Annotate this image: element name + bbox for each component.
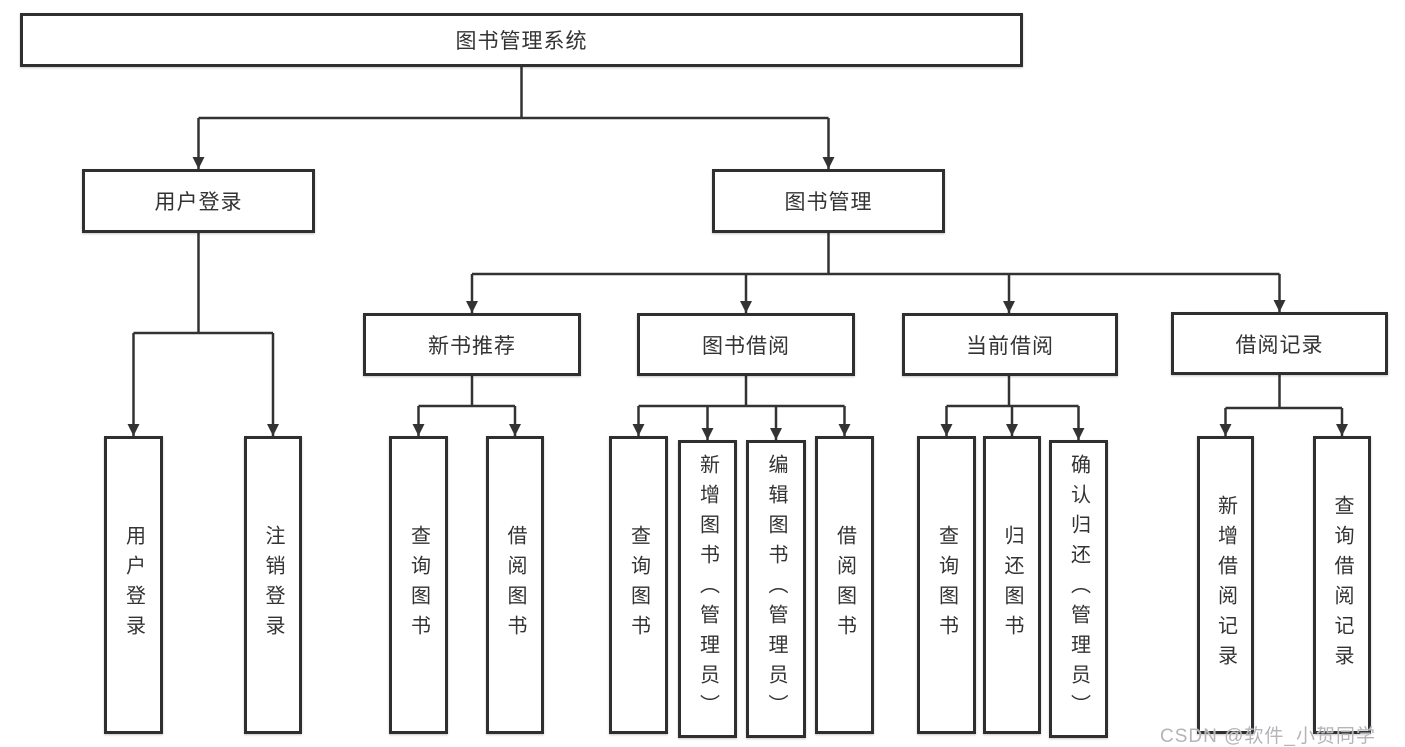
node-leaf-borrow-book-2: 借阅图书 <box>815 436 874 734</box>
node-leaf-query-book-1-label: 查询图书 <box>407 525 430 645</box>
node-leaf-add-borrow-record: 新增借阅记录 <box>1197 436 1254 734</box>
node-leaf-edit-book-admin: 编辑图书（管理员） <box>746 440 806 738</box>
node-book-borrow-label: 图书借阅 <box>702 334 790 358</box>
node-leaf-edit-book-admin-label: 编辑图书（管理员） <box>765 454 787 724</box>
node-leaf-logout-label: 注销登录 <box>262 525 284 645</box>
node-root-label: 图书管理系统 <box>455 30 588 53</box>
node-leaf-query-book-2: 查询图书 <box>609 436 668 734</box>
node-user-login: 用户登录 <box>82 169 315 233</box>
node-leaf-query-book-3-label: 查询图书 <box>935 525 958 645</box>
node-leaf-user-login: 用户登录 <box>104 436 163 734</box>
node-leaf-query-borrow-record-label: 查询借阅记录 <box>1331 495 1353 675</box>
node-leaf-borrow-book-2-label: 借阅图书 <box>833 525 856 645</box>
node-new-book-recommend-label: 新书推荐 <box>428 334 516 358</box>
node-book-management-label: 图书管理 <box>784 191 873 214</box>
node-current-borrow-label: 当前借阅 <box>966 334 1054 358</box>
node-leaf-borrow-book-1-label: 借阅图书 <box>504 525 526 645</box>
node-leaf-query-borrow-record: 查询借阅记录 <box>1313 436 1371 734</box>
node-leaf-confirm-return-admin-label: 确认归还（管理员） <box>1067 454 1090 724</box>
node-leaf-query-book-1: 查询图书 <box>389 436 448 734</box>
node-leaf-query-book-3: 查询图书 <box>917 436 976 734</box>
node-leaf-add-book-admin-label: 新增图书（管理员） <box>696 454 719 724</box>
node-leaf-return-book: 归还图书 <box>983 436 1041 734</box>
node-user-login-label: 用户登录 <box>154 191 243 214</box>
node-leaf-logout: 注销登录 <box>244 436 302 734</box>
node-borrow-record: 借阅记录 <box>1171 312 1388 375</box>
node-new-book-recommend: 新书推荐 <box>363 313 581 376</box>
node-book-borrow: 图书借阅 <box>637 313 855 376</box>
node-root: 图书管理系统 <box>20 13 1023 67</box>
node-leaf-user-login-label: 用户登录 <box>122 525 145 645</box>
node-leaf-borrow-book-1: 借阅图书 <box>486 436 544 734</box>
node-leaf-add-book-admin: 新增图书（管理员） <box>678 440 737 738</box>
node-book-management: 图书管理 <box>712 169 945 233</box>
node-current-borrow: 当前借阅 <box>902 313 1118 376</box>
node-leaf-confirm-return-admin: 确认归还（管理员） <box>1049 440 1108 738</box>
node-leaf-query-book-2-label: 查询图书 <box>627 525 650 645</box>
node-leaf-add-borrow-record-label: 新增借阅记录 <box>1214 495 1237 675</box>
node-leaf-return-book-label: 归还图书 <box>1001 525 1023 645</box>
csdn-watermark: CSDN @软件_小贺同学 <box>1160 726 1376 747</box>
node-borrow-record-label: 借阅记录 <box>1235 333 1324 357</box>
